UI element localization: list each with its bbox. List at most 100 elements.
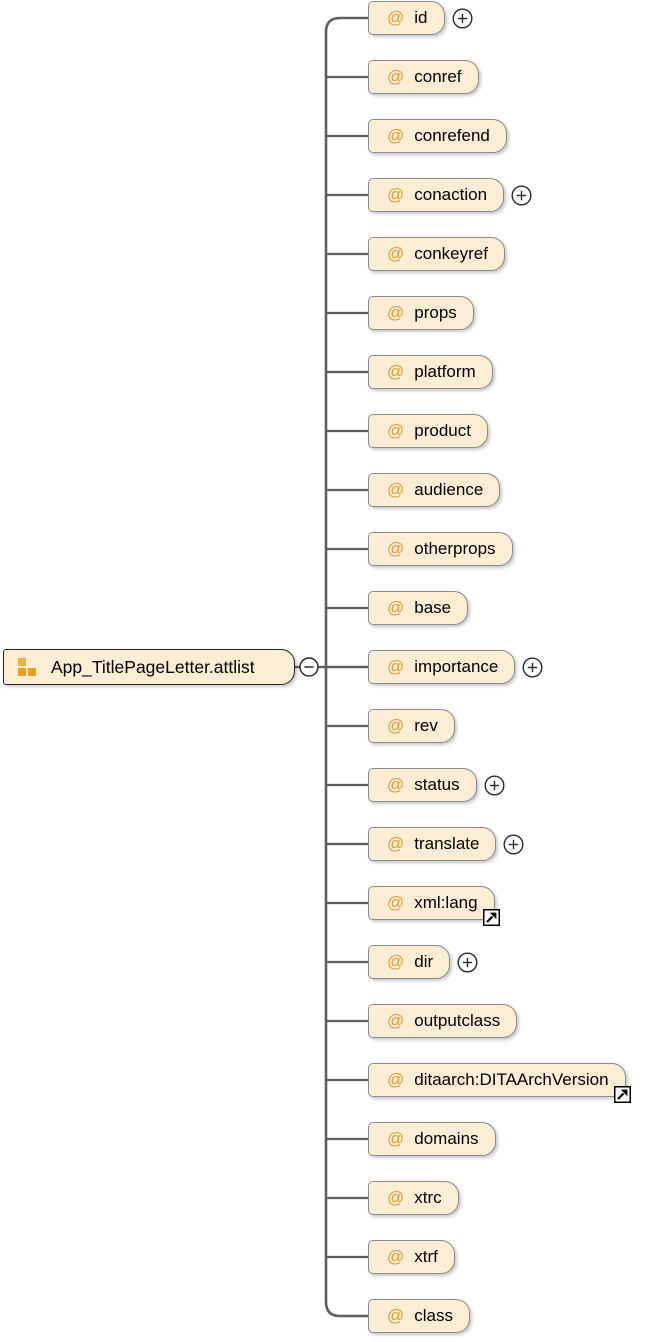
attribute-row: @ class [368,1299,470,1333]
attribute-row: @ xtrc [368,1181,459,1215]
attribute-label: conref [414,67,462,86]
attribute-label: status [414,775,460,794]
at-sign: @ [387,775,405,794]
attribute-row: @translate [368,827,524,861]
root-node-label: App_TitlePageLetter.attlist [51,656,255,677]
attribute-row: @ outputclass [368,1004,518,1038]
attribute-node-xtrc[interactable]: @ xtrc [368,1181,459,1215]
attribute-label: conkeyref [414,244,488,263]
plus-circle-icon[interactable] [457,951,478,973]
attribute-node-class[interactable]: @ class [368,1299,470,1333]
attribute-label: platform [414,362,476,381]
attribute-row: @domains [368,1122,496,1156]
attribute-row: @ conaction [368,178,532,212]
attribute-row: @ props [368,296,474,330]
attribute-node-xml-lang[interactable]: @ xml:lang [368,886,500,926]
plus-circle-icon[interactable] [451,7,473,29]
attribute-label: product [414,421,471,440]
attribute-row: @ status [368,768,505,802]
attribute-node-outputclass[interactable]: @ outputclass [368,1004,518,1038]
root-node-attlist[interactable]: App_TitlePageLetter.attlist [3,649,295,685]
attribute-row: @ conkeyref [368,237,505,271]
attribute-node-dir[interactable]: @ dir [368,945,451,979]
at-sign: @ [387,893,405,912]
attribute-row: @ audience [368,473,501,507]
plus-circle-icon[interactable] [484,774,505,796]
at-sign: @ [387,8,405,27]
arrow-up-right-icon[interactable] [613,1086,631,1103]
attribute-label: dir [414,952,434,971]
at-sign: @ [387,657,405,676]
attribute-node-otherprops[interactable]: @otherprops [368,532,513,566]
attribute-row: @ dir [368,945,478,979]
attribute-row: @ xml:lang [368,886,500,926]
attribute-label: id [414,8,428,27]
attribute-label: ditaarch:DITAArchVersion [414,1070,609,1089]
plus-circle-icon[interactable] [511,184,532,206]
attribute-node-id[interactable]: @ id [368,1,445,35]
at-sign: @ [387,1011,405,1030]
plus-circle-icon[interactable] [522,656,543,678]
at-sign: @ [387,185,405,204]
attribute-row: @ditaarch:DITAArchVersion [368,1063,631,1103]
at-sign: @ [387,539,405,558]
attribute-node-conaction[interactable]: @ conaction [368,178,505,212]
plus-circle-icon[interactable] [503,833,524,855]
attribute-label: translate [414,834,480,853]
attribute-node-xtrf[interactable]: @ xtrf [368,1240,455,1274]
attribute-row: @ product [368,414,488,448]
at-sign: @ [387,1247,405,1266]
attribute-node-importance[interactable]: @ importance [368,650,516,684]
attribute-row: @ platform [368,355,493,389]
at-sign: @ [387,421,405,440]
attribute-node-platform[interactable]: @ platform [368,355,493,389]
minus-circle-icon[interactable] [299,657,319,677]
attribute-row: @ conref [368,60,479,94]
attribute-row: @otherprops [368,532,513,566]
at-sign: @ [387,480,405,499]
at-sign: @ [387,244,405,263]
at-sign: @ [387,67,405,86]
attribute-node-status[interactable]: @ status [368,768,477,802]
at-sign: @ [387,126,405,145]
attribute-node-rev[interactable]: @ rev [368,709,455,743]
attribute-label: props [414,303,457,322]
at-sign: @ [387,716,405,735]
attribute-node-product[interactable]: @ product [368,414,488,448]
at-sign: @ [387,1188,405,1207]
attribute-label: xtrf [414,1247,438,1266]
attribute-node-conref[interactable]: @ conref [368,60,479,94]
attribute-node-audience[interactable]: @ audience [368,473,501,507]
attribute-label: rev [414,716,438,735]
arrow-up-right-icon[interactable] [482,909,500,926]
attribute-row: @ xtrf [368,1240,455,1274]
attribute-label: importance [414,657,499,676]
attribute-node-ditaarch-ditaarchversion[interactable]: @ditaarch:DITAArchVersion [368,1063,631,1103]
attribute-label: conrefend [414,126,490,145]
at-sign: @ [387,362,405,381]
attribute-label: xtrc [414,1188,442,1207]
attribute-row: @ base [368,591,469,625]
at-sign: @ [387,1306,405,1325]
at-sign: @ [387,598,405,617]
attribute-label: class [414,1306,453,1325]
attribute-node-domains[interactable]: @domains [368,1122,496,1156]
attribute-node-props[interactable]: @ props [368,296,474,330]
attribute-node-conrefend[interactable]: @ conrefend [368,119,507,153]
attribute-node-conkeyref[interactable]: @ conkeyref [368,237,505,271]
attribute-node-base[interactable]: @ base [368,591,469,625]
attribute-label: base [414,598,452,617]
attribute-label: conaction [414,185,488,204]
attribute-label: audience [414,480,484,499]
attribute-row: @ importance [368,650,543,684]
attribute-row: @ id [368,1,473,35]
attribute-label: outputclass [414,1011,501,1030]
at-sign: @ [387,952,405,971]
attribute-label: xml:lang [414,893,478,912]
attribute-row: @ rev [368,709,455,743]
at-sign: @ [387,303,405,322]
attribute-node-translate[interactable]: @translate [368,827,497,861]
attribute-row: @ conrefend [368,119,507,153]
